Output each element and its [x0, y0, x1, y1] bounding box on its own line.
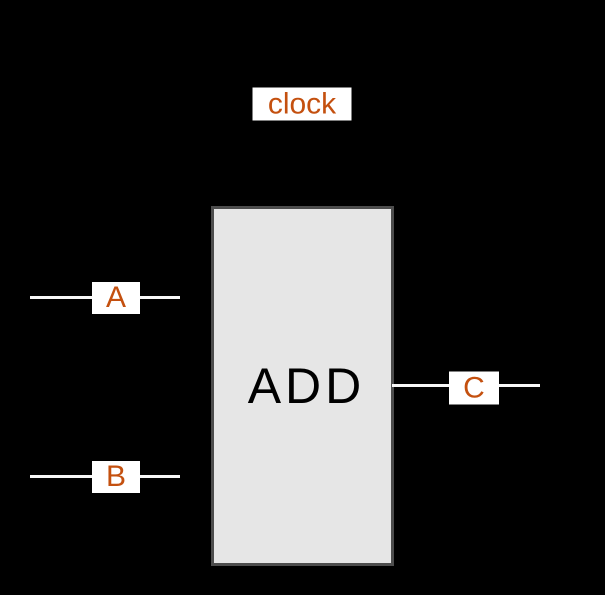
port-label-c-text: C [463, 371, 485, 404]
port-label-a: A [92, 282, 140, 314]
port-label-b-text: B [105, 460, 126, 493]
port-label-b: B [92, 461, 140, 493]
add-block: ADD [211, 206, 394, 566]
clock-label-text: clock [267, 87, 337, 120]
port-label-a-text: A [105, 281, 126, 314]
add-block-label: ADD [247, 358, 366, 414]
clock-label: clock [252, 87, 352, 121]
port-label-c: C [449, 371, 499, 405]
